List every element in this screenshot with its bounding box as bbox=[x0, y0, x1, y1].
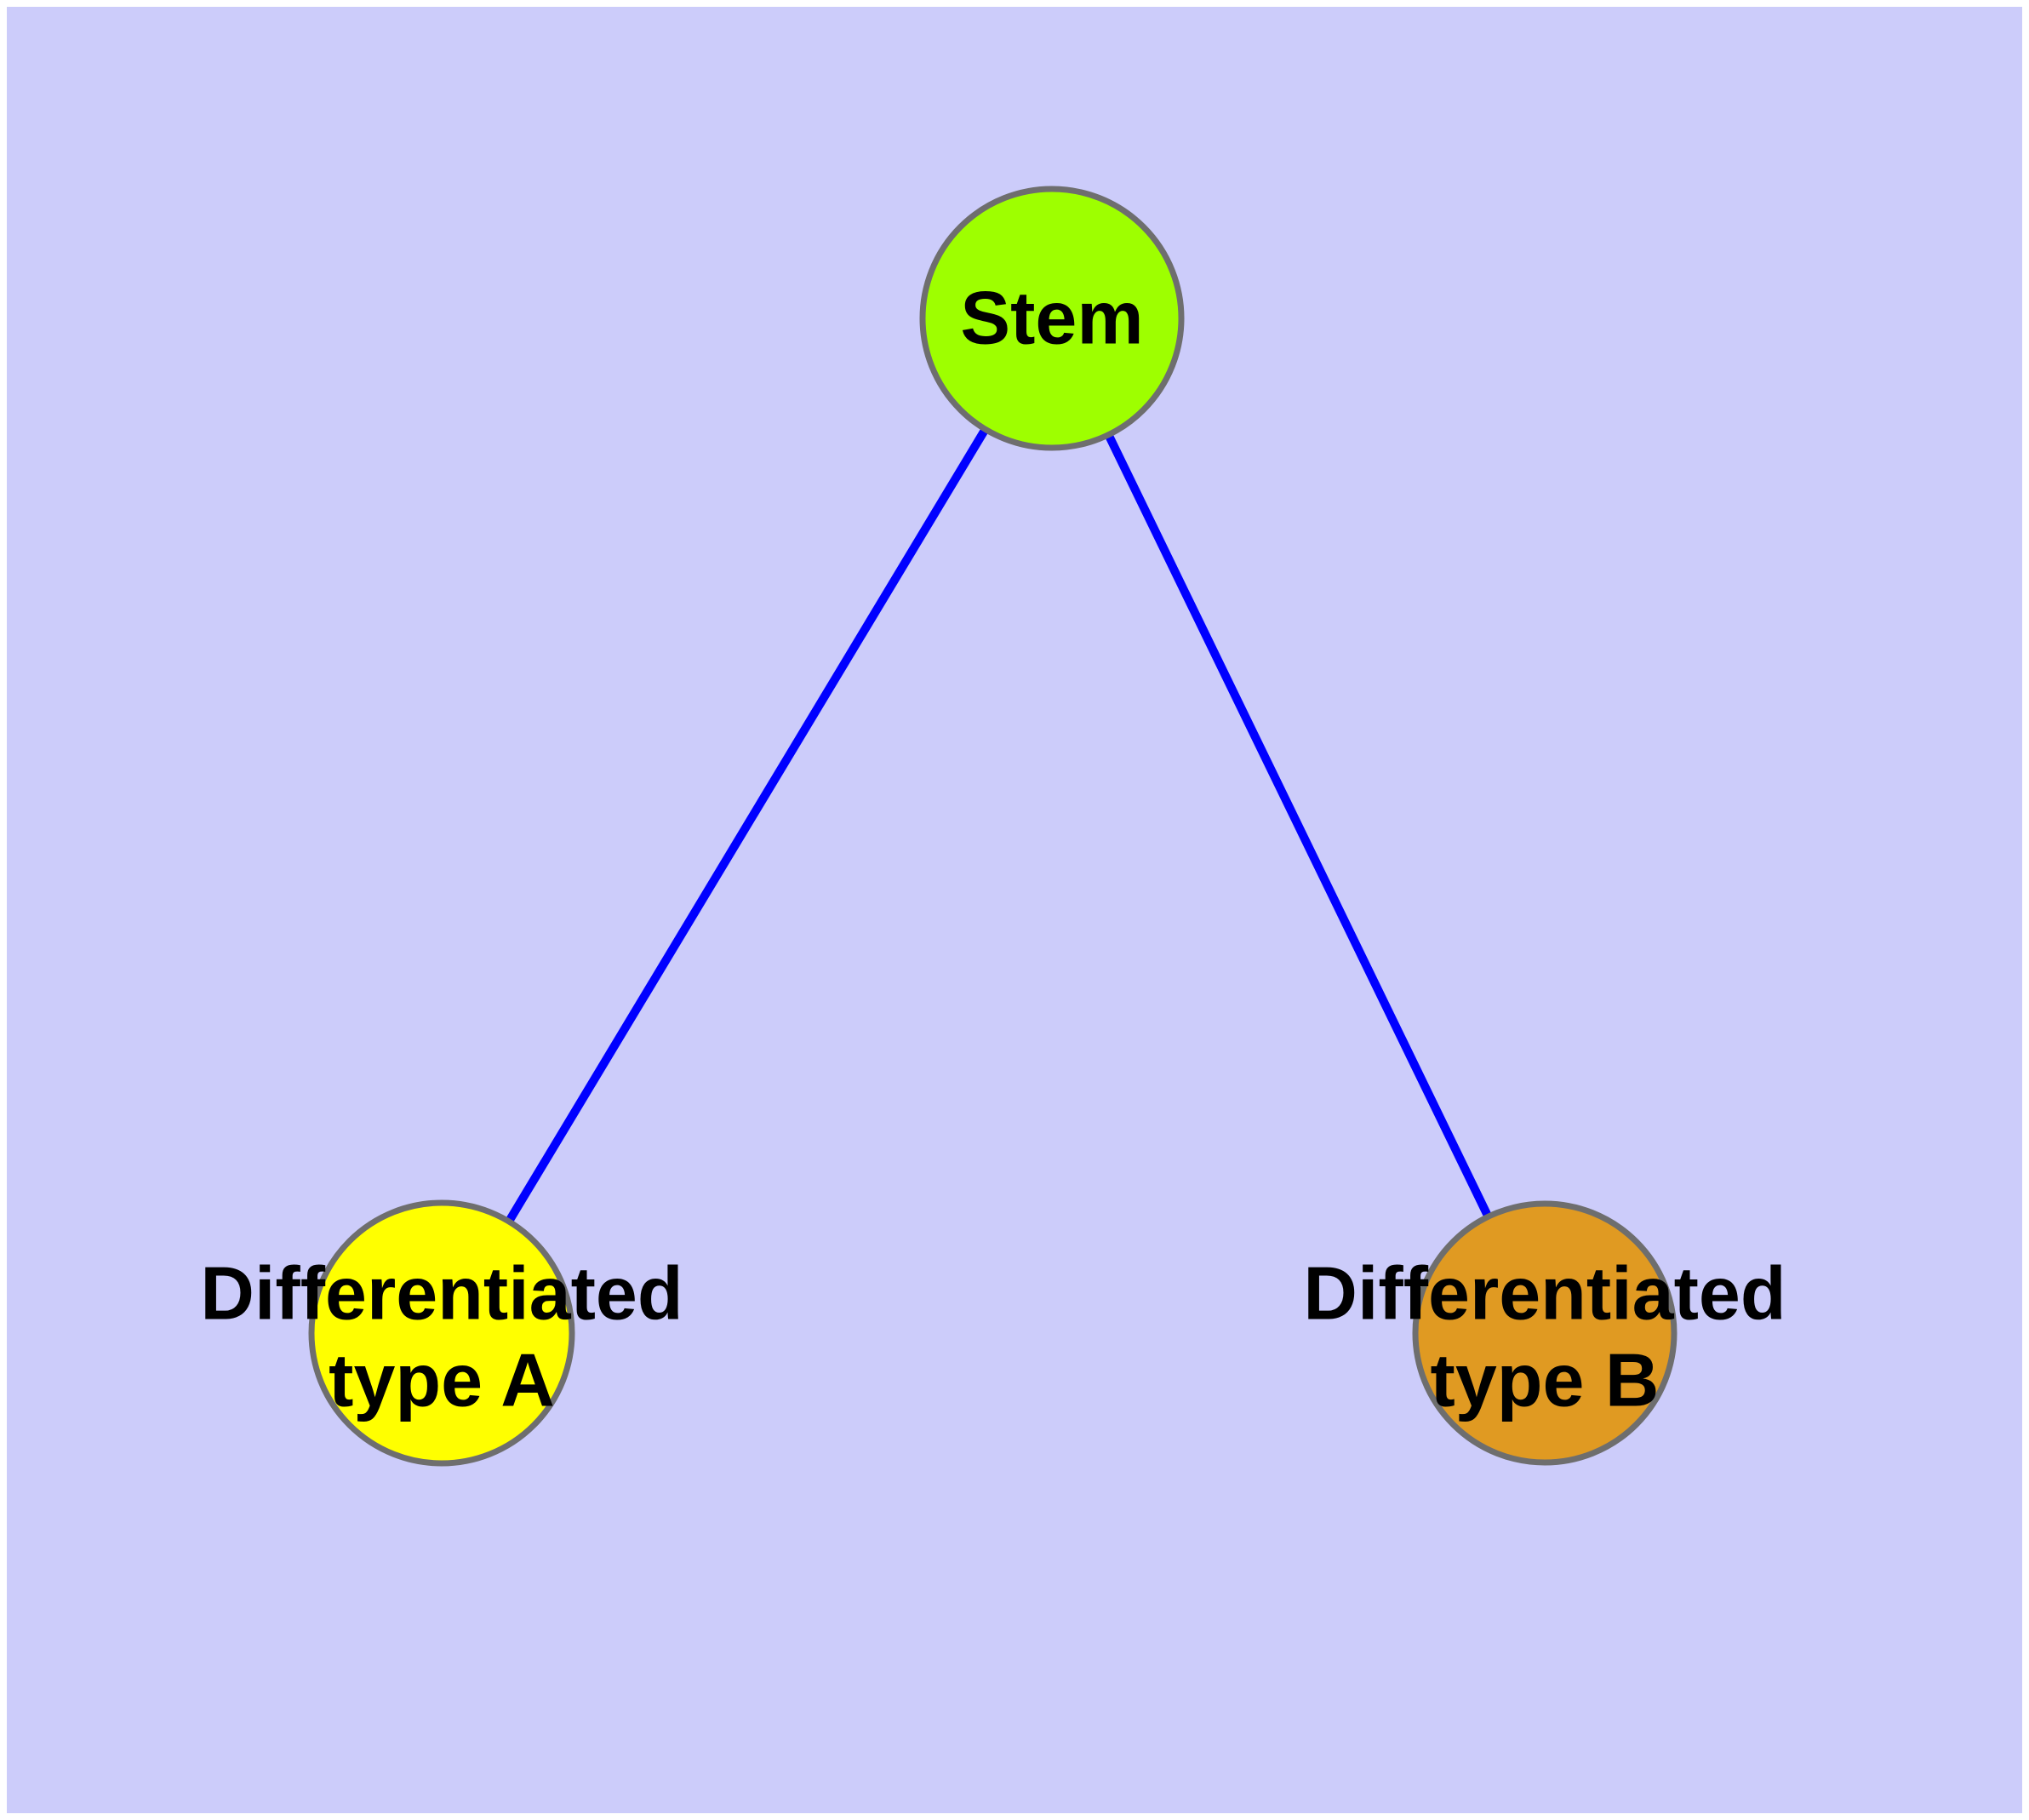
node-stem-circle[interactable] bbox=[919, 186, 1185, 451]
node-stem-label: Stem bbox=[960, 275, 1143, 359]
edge-stem-to-differentiated-type-b[interactable] bbox=[1104, 432, 1493, 1219]
node-differentiated-type-a-label: Differentiated bbox=[200, 1251, 683, 1335]
edge-stem-to-differentiated-type-a[interactable] bbox=[505, 426, 989, 1224]
node-differentiated-type-b-circle[interactable] bbox=[1412, 1200, 1677, 1466]
node-layer: Stem Differentiated type A Differentiate… bbox=[200, 186, 1786, 1467]
graph-plot-area: Stem Differentiated type A Differentiate… bbox=[7, 7, 2022, 1813]
node-differentiated-type-a-circle[interactable] bbox=[308, 1199, 575, 1467]
node-stem[interactable]: Stem bbox=[919, 186, 1185, 451]
node-differentiated-type-a-label-line2: type A bbox=[329, 1337, 555, 1422]
node-differentiated-type-b[interactable]: Differentiated type B bbox=[1303, 1200, 1786, 1466]
node-differentiated-type-b-label-line2: type B bbox=[1431, 1337, 1660, 1422]
edge-layer bbox=[505, 426, 1493, 1224]
node-differentiated-type-a[interactable]: Differentiated type A bbox=[200, 1199, 683, 1467]
node-differentiated-type-b-label: Differentiated bbox=[1303, 1251, 1786, 1335]
graph-svg: Stem Differentiated type A Differentiate… bbox=[200, 186, 1786, 1467]
